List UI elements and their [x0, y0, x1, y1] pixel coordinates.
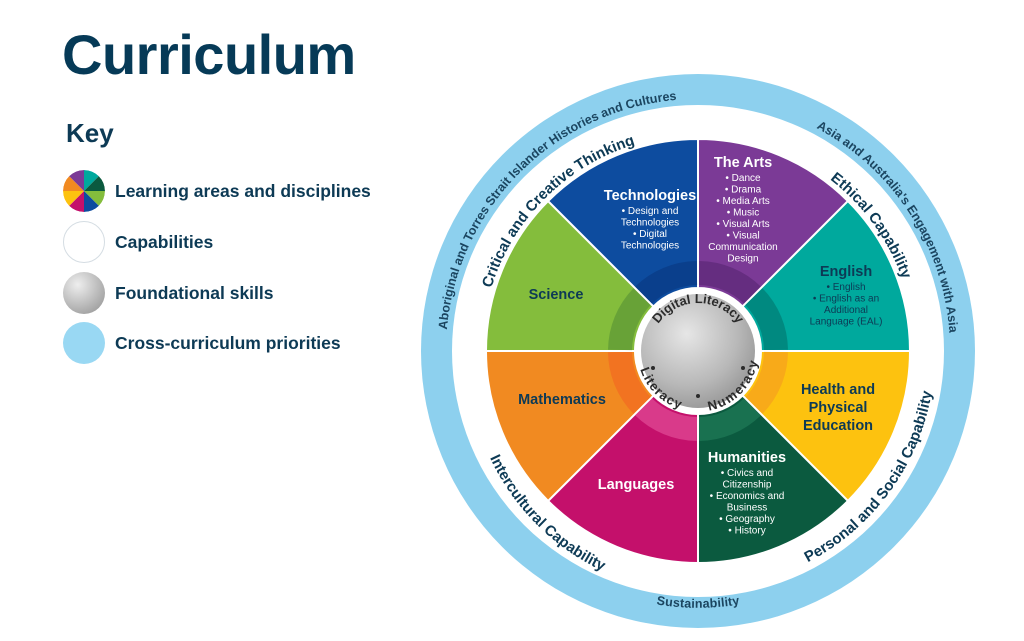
pie-slice — [84, 191, 99, 212]
white-circle-icon — [63, 221, 105, 263]
pie-slice — [84, 170, 99, 191]
segment-inner-band — [635, 261, 698, 304]
learning-area-title: The Arts — [714, 155, 772, 171]
multicolor-pie-icon — [63, 170, 105, 212]
discipline-item: • Dance — [725, 173, 761, 184]
discipline-item: • History — [728, 526, 765, 537]
discipline-item: • Design and — [622, 206, 679, 217]
discipline-item: • Music — [727, 208, 759, 219]
discipline-item: Language (EAL) — [810, 317, 883, 328]
discipline-item: Technologies — [621, 218, 679, 229]
legend-label: Learning areas and disciplines — [115, 180, 371, 201]
learning-area-title: Health and — [801, 382, 875, 398]
discipline-item: Business — [727, 503, 768, 514]
learning-area-title: Technologies — [604, 188, 696, 204]
separator-dot — [696, 394, 700, 398]
discipline-item: • Geography — [719, 514, 775, 525]
legend-item-foundational: Foundational skills — [63, 272, 274, 314]
light-blue-circle-icon — [63, 322, 105, 364]
legend-label: Foundational skills — [115, 282, 274, 303]
segment-inner-band — [698, 398, 761, 441]
discipline-item: • Visual — [726, 231, 759, 242]
segment-inner-band — [608, 288, 651, 351]
legend-label: Cross-curriculum priorities — [115, 332, 341, 353]
discipline-item: Design — [727, 254, 758, 265]
pie-slice — [84, 191, 105, 206]
page-title: Curriculum — [62, 23, 356, 86]
pie-slice — [63, 191, 84, 206]
separator-dot — [651, 366, 655, 370]
discipline-item: • Visual Arts — [716, 219, 769, 230]
segment-inner-band — [745, 351, 788, 414]
segment-inner-band — [745, 288, 788, 351]
segment-inner-band — [698, 261, 761, 304]
learning-area-segments — [484, 137, 912, 565]
discipline-item: Communication — [708, 242, 777, 253]
pie-slice — [63, 176, 84, 191]
pie-slice — [84, 176, 105, 191]
discipline-item: Citizenship — [723, 480, 772, 491]
learning-area-labels: The Arts • Dance• Drama• Media Arts• Musi… — [518, 155, 882, 537]
segment-inner-band — [635, 398, 698, 441]
discipline-item: • Digital — [633, 229, 667, 240]
legend-item-capabilities: Capabilities — [63, 221, 213, 263]
learning-area-title: Languages — [598, 477, 675, 493]
learning-area-title: Physical — [809, 400, 868, 416]
learning-area-title: English — [820, 264, 872, 280]
discipline-item: • Drama — [725, 185, 762, 196]
learning-area-title: Mathematics — [518, 392, 606, 408]
separator-dot — [741, 366, 745, 370]
grey-circle-icon — [63, 272, 105, 314]
cross-priority-sustainability: Sustainability — [656, 594, 740, 611]
legend-item-cross-curriculum: Cross-curriculum priorities — [63, 322, 341, 364]
discipline-item: Additional — [824, 305, 868, 316]
key-title: Key — [66, 118, 114, 148]
pie-slice — [69, 170, 84, 191]
discipline-item: • English as an — [813, 294, 879, 305]
learning-area-title: Education — [803, 418, 873, 434]
discipline-item: • Economics and — [710, 491, 785, 502]
discipline-item: • English — [826, 282, 865, 293]
learning-area-title: Science — [529, 287, 584, 303]
legend-label: Capabilities — [115, 231, 214, 252]
legend-item-learning-areas: Learning areas and disciplines — [63, 170, 371, 212]
discipline-item: • Civics and — [721, 468, 773, 479]
segment-inner-band — [608, 351, 651, 414]
discipline-item: Technologies — [621, 241, 679, 252]
discipline-item: • Media Arts — [716, 196, 770, 207]
pie-slice — [69, 191, 84, 212]
learning-area-title: Humanities — [708, 450, 786, 466]
foundational-skills-core — [641, 294, 755, 408]
